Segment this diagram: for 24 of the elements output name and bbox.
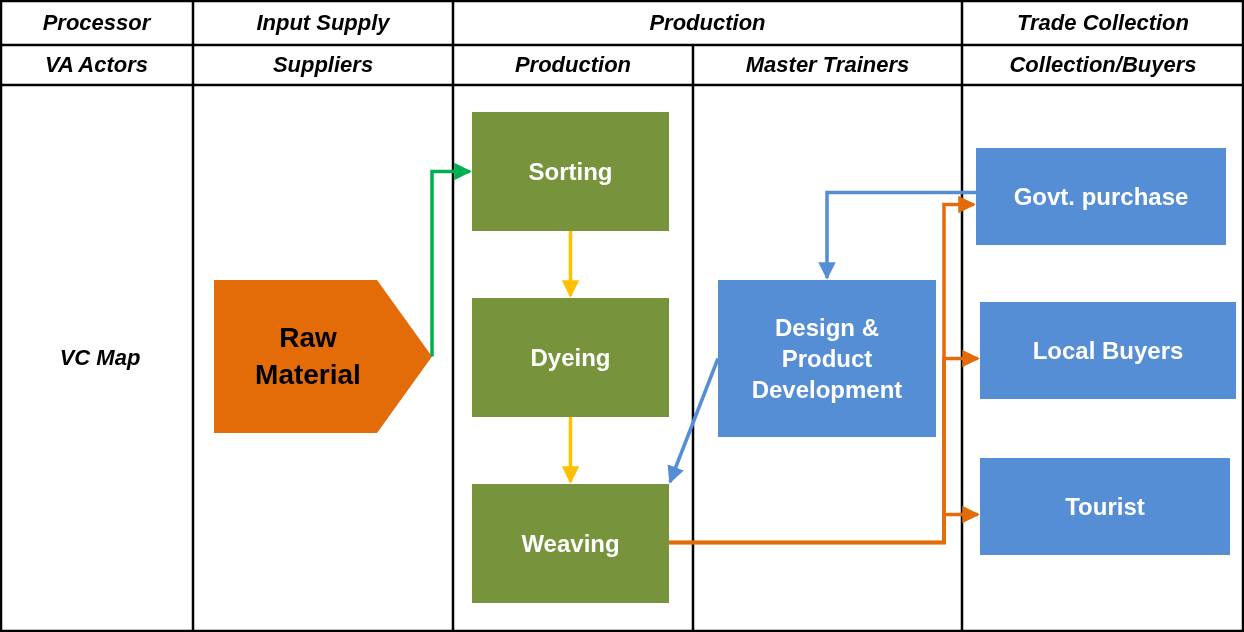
column-heading: Production	[513, 51, 633, 79]
buyer-box: Local Buyers	[980, 302, 1236, 399]
process-box: Dyeing	[472, 298, 669, 417]
column-heading: Suppliers	[271, 51, 375, 79]
column-heading: Master Trainers	[744, 51, 911, 79]
column-heading: Collection/Buyers	[1008, 51, 1198, 79]
column-heading: Production	[648, 8, 767, 37]
arrow	[430, 162, 472, 357]
column-heading: Trade Collection	[1016, 8, 1190, 37]
arrow	[669, 505, 980, 545]
pentagon-arrow-shape: Raw Material	[214, 280, 432, 433]
row-heading: VC Map	[58, 344, 142, 372]
arrow	[561, 231, 580, 298]
buyer-box: Tourist	[980, 458, 1230, 555]
buyer-box: Govt. purchase	[976, 148, 1226, 245]
column-heading: Processor	[41, 8, 153, 37]
process-box: Weaving	[472, 484, 669, 603]
column-heading: VA Actors	[43, 51, 150, 79]
column-heading: Input Supply	[255, 8, 391, 37]
process-box: Sorting	[472, 112, 669, 231]
process-box: Design & Product Development	[718, 280, 936, 437]
arrow	[667, 357, 720, 484]
arrow	[561, 417, 580, 484]
arrow	[818, 190, 976, 280]
